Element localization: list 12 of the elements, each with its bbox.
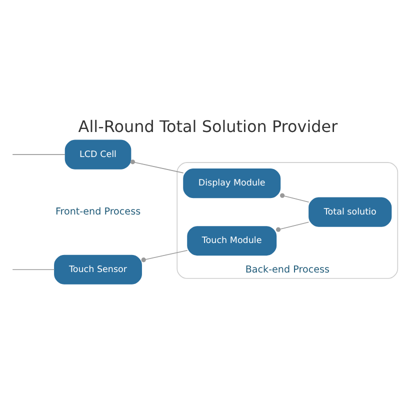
connector — [12, 268, 55, 270]
node-box: Touch Sensor — [54, 254, 142, 284]
connector — [280, 192, 310, 202]
diagram-title: All-Round Total Solution Provider — [78, 116, 338, 136]
node-box: Total solutio — [308, 196, 392, 226]
connector — [141, 249, 188, 262]
connector — [130, 159, 184, 173]
label: Front-end Process — [55, 206, 141, 218]
node-box: Touch Module — [187, 226, 277, 256]
connector — [276, 221, 310, 232]
node-box: LCD Cell — [64, 139, 132, 169]
node-box: Display Module — [183, 168, 281, 198]
